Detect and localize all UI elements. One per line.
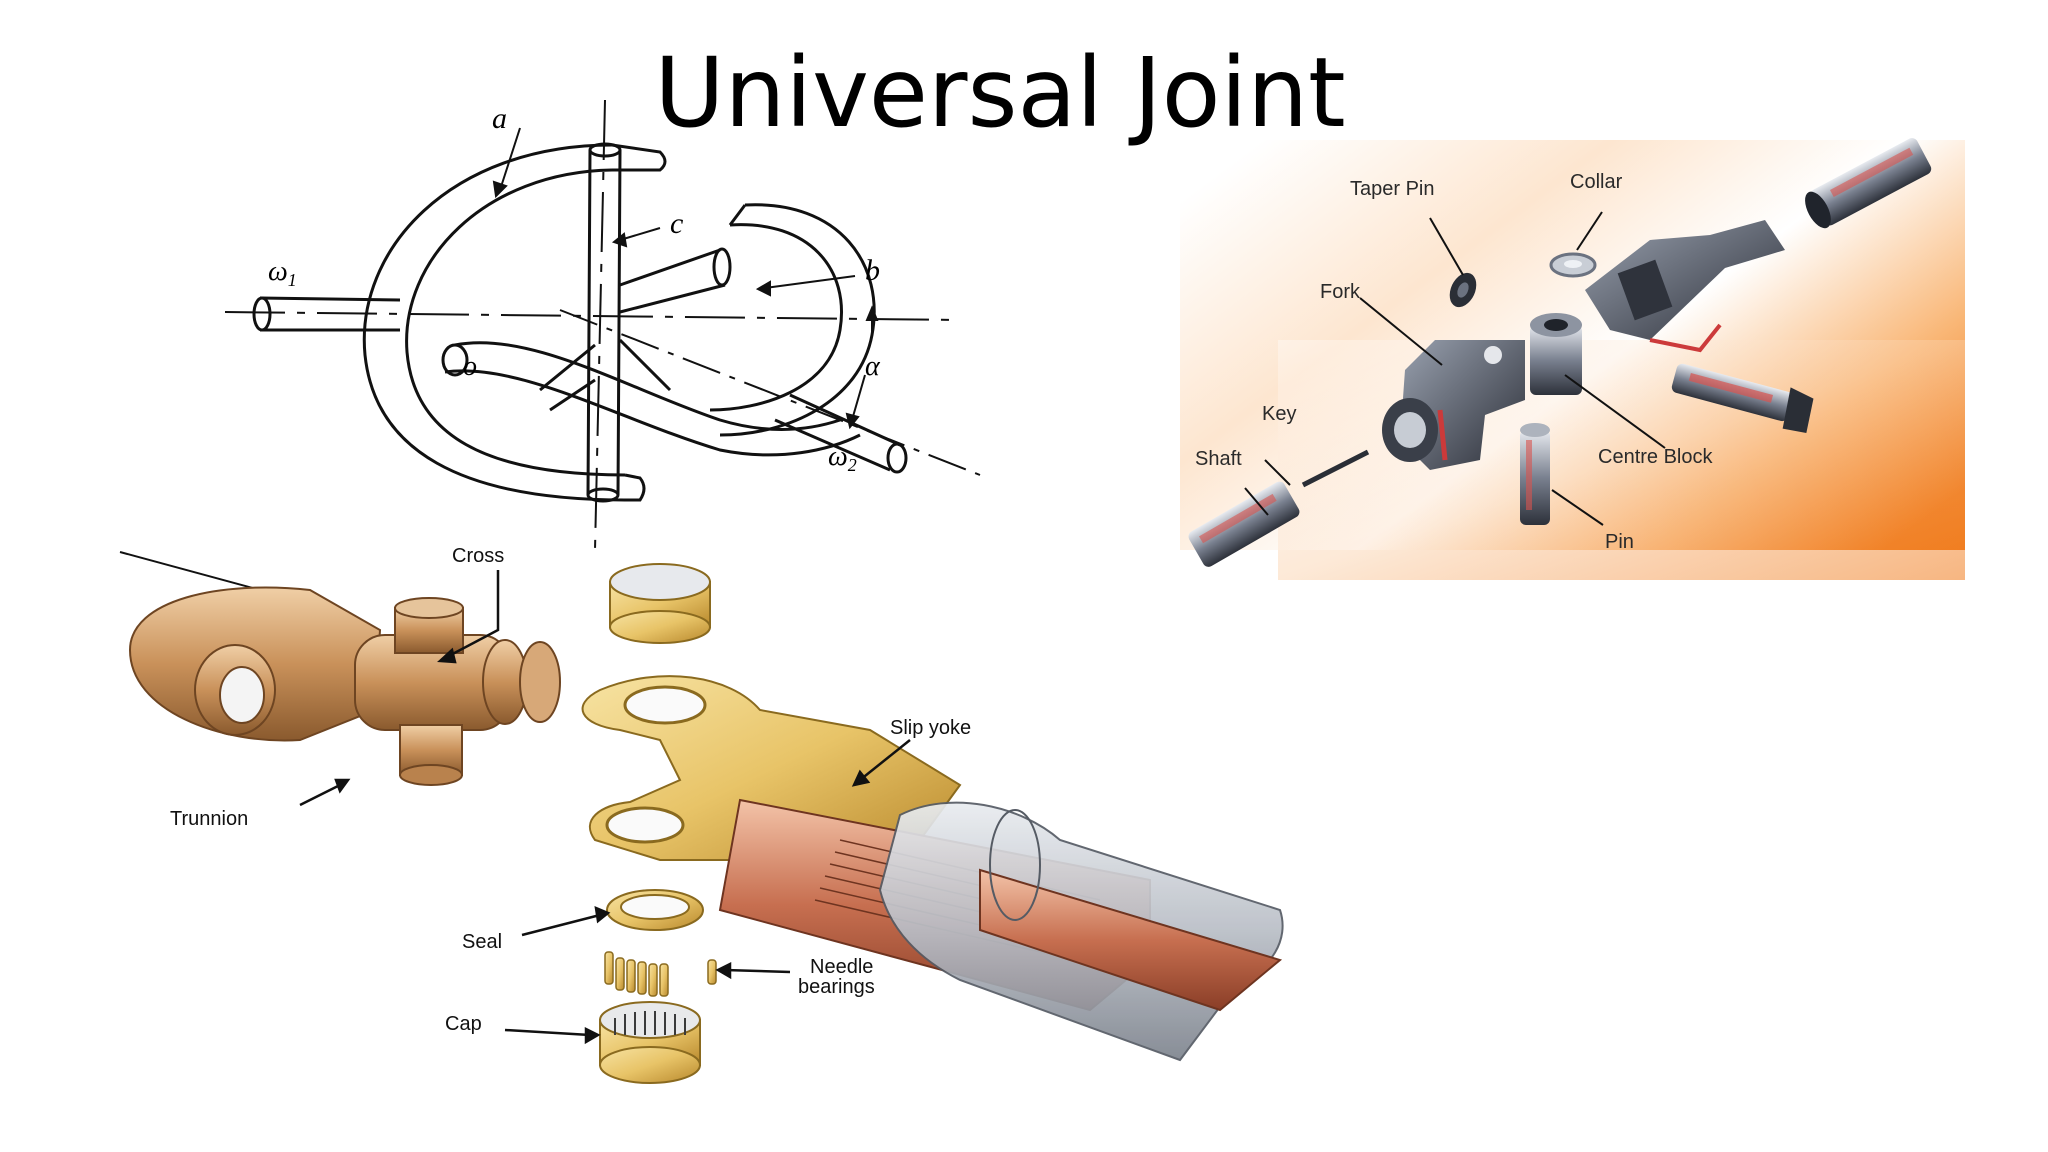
label-slip-yoke: Slip yoke (890, 717, 971, 739)
label-collar: Collar (1570, 171, 1623, 193)
label-seal: Seal (462, 931, 502, 953)
exploded-render: Taper Pin Collar Fork Key Shaft Centre B… (1180, 138, 1965, 580)
label-b: b (865, 254, 880, 287)
label-taper-pin: Taper Pin (1350, 178, 1435, 200)
label-c: c (670, 207, 683, 240)
slide-title: Universal Joint (654, 37, 1346, 149)
label-needle-bearings-1: Needle (810, 956, 873, 978)
label-omega1: ω1 (268, 256, 297, 290)
label-trunnion: Trunnion (170, 808, 248, 830)
label-shaft: Shaft (1195, 448, 1242, 470)
cross-assembly-drawing: Cross Trunnion Slip yoke Seal Needle bea… (119, 545, 1284, 1084)
label-centre-block: Centre Block (1598, 446, 1713, 468)
label-a: a (492, 102, 507, 135)
label-cap: Cap (445, 1013, 482, 1035)
label-o: o (463, 351, 477, 382)
schematic-drawing: a c b o α ω1 ω2 (224, 99, 981, 551)
label-cross: Cross (452, 545, 504, 567)
label-alpha: α (865, 351, 881, 382)
label-key: Key (1262, 403, 1296, 425)
label-needle-bearings-2: bearings (798, 976, 875, 998)
label-fork: Fork (1320, 281, 1361, 303)
label-pin: Pin (1605, 531, 1634, 553)
label-omega2: ω2 (828, 441, 857, 475)
